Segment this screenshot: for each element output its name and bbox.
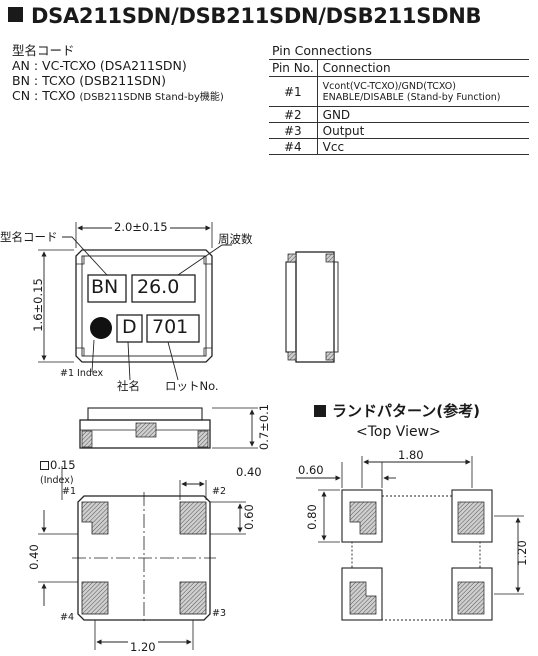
package-outline bbox=[75, 249, 213, 363]
land-offset-dimension: 0.60 bbox=[298, 463, 324, 477]
thickness-dimension: 0.7±0.1 bbox=[257, 403, 271, 451]
table-row: #3 Output bbox=[269, 122, 530, 139]
right-side-view-drawing bbox=[285, 251, 339, 363]
package-inner-outline bbox=[81, 255, 207, 357]
lot-callout: ロットNo. bbox=[165, 379, 219, 393]
marking-lot-box bbox=[146, 314, 200, 343]
model-code-bn: BN : TCXO (DSB211SDN) bbox=[12, 73, 166, 88]
land-pattern-drawing bbox=[296, 456, 524, 621]
table-header-row: Pin No. Connection bbox=[269, 59, 530, 77]
pin-no: #3 bbox=[269, 122, 318, 139]
land-pattern-title: ランドパターン(参考) bbox=[314, 400, 480, 421]
pad-height-dimension: 0.60 bbox=[242, 504, 256, 530]
square-bullet-icon bbox=[314, 405, 326, 417]
square-symbol-icon bbox=[40, 461, 49, 470]
pin-no: #1 bbox=[269, 76, 318, 107]
header-connection: Connection bbox=[317, 59, 530, 77]
pin-connections-table: Pin No. Connection #1 Vcont(VC-TCXO)/GND… bbox=[269, 59, 530, 155]
land-pitch-dimension: 1.20 bbox=[515, 540, 529, 566]
pad-3 bbox=[179, 581, 207, 615]
pin-1-label: #1 bbox=[62, 486, 77, 497]
pin-no: #4 bbox=[269, 138, 318, 155]
bottom-view-drawing bbox=[38, 466, 246, 650]
pin-4-label: #4 bbox=[60, 612, 75, 623]
pin-connection: Output bbox=[317, 122, 530, 139]
width-dimension: 2.0±0.15 bbox=[112, 220, 170, 234]
index-dimension: 0.15 bbox=[40, 458, 76, 472]
model-code-cn: CN : TCXO (DSB211SDNB Stand-by機能) bbox=[12, 88, 224, 103]
square-bullet-icon bbox=[8, 7, 23, 22]
marking-code-text: BN bbox=[91, 276, 119, 298]
pin-2-label: #2 bbox=[212, 486, 227, 497]
land-pattern-subtitle: <Top View> bbox=[356, 424, 441, 440]
pin-connections-title: Pin Connections bbox=[272, 43, 372, 58]
table-row: #2 GND bbox=[269, 106, 530, 123]
maker-callout: 社名 bbox=[117, 379, 140, 393]
pad-pitch-dimension: 1.20 bbox=[128, 640, 158, 654]
pin-3-label: #3 bbox=[212, 608, 227, 619]
marking-maker-box bbox=[116, 314, 143, 343]
model-code-heading: 型名コード bbox=[12, 43, 75, 58]
index-callout: #1 Index bbox=[60, 368, 104, 379]
pin-connection: Vcc bbox=[317, 138, 530, 155]
pad-gap-dimension: 0.40 bbox=[27, 544, 41, 570]
marking-maker-text: D bbox=[122, 316, 137, 338]
model-code-list: 型名コード AN : VC-TCXO (DSA211SDN) BN : TCXO… bbox=[12, 43, 224, 105]
frequency-callout: 周波数 bbox=[218, 232, 253, 246]
table-row: #4 Vcc bbox=[269, 138, 530, 155]
model-code-callout: 型名コード bbox=[0, 230, 58, 244]
pin-connection: GND bbox=[317, 106, 530, 123]
page-title: DSA211SDN/DSB211SDN/DSB211SDNB bbox=[8, 4, 481, 28]
land-height-dimension: 0.80 bbox=[305, 504, 319, 530]
pad-width-dimension: 0.40 bbox=[236, 465, 262, 479]
pad-1 bbox=[81, 501, 109, 535]
top-view-drawing bbox=[38, 222, 232, 381]
pad-2 bbox=[179, 501, 207, 535]
pad-4 bbox=[81, 581, 109, 615]
table-row: #1 Vcont(VC-TCXO)/GND(TCXO) ENABLE/DISAB… bbox=[269, 76, 530, 107]
front-side-view-drawing bbox=[79, 407, 258, 449]
pin-no: #2 bbox=[269, 106, 318, 123]
header-pin-no: Pin No. bbox=[269, 59, 318, 77]
index-dot-icon bbox=[90, 317, 112, 339]
index-note: (Index) bbox=[40, 475, 74, 486]
land-span-dimension: 1.80 bbox=[398, 448, 424, 462]
marking-frequency-text: 26.0 bbox=[137, 276, 180, 298]
pin-connection: Vcont(VC-TCXO)/GND(TCXO) ENABLE/DISABLE … bbox=[317, 76, 530, 107]
marking-freq-box bbox=[131, 274, 196, 303]
model-code-an: AN : VC-TCXO (DSA211SDN) bbox=[12, 58, 187, 73]
height-dimension: 1.6±0.15 bbox=[31, 278, 45, 332]
marking-lot-text: 701 bbox=[152, 316, 189, 338]
